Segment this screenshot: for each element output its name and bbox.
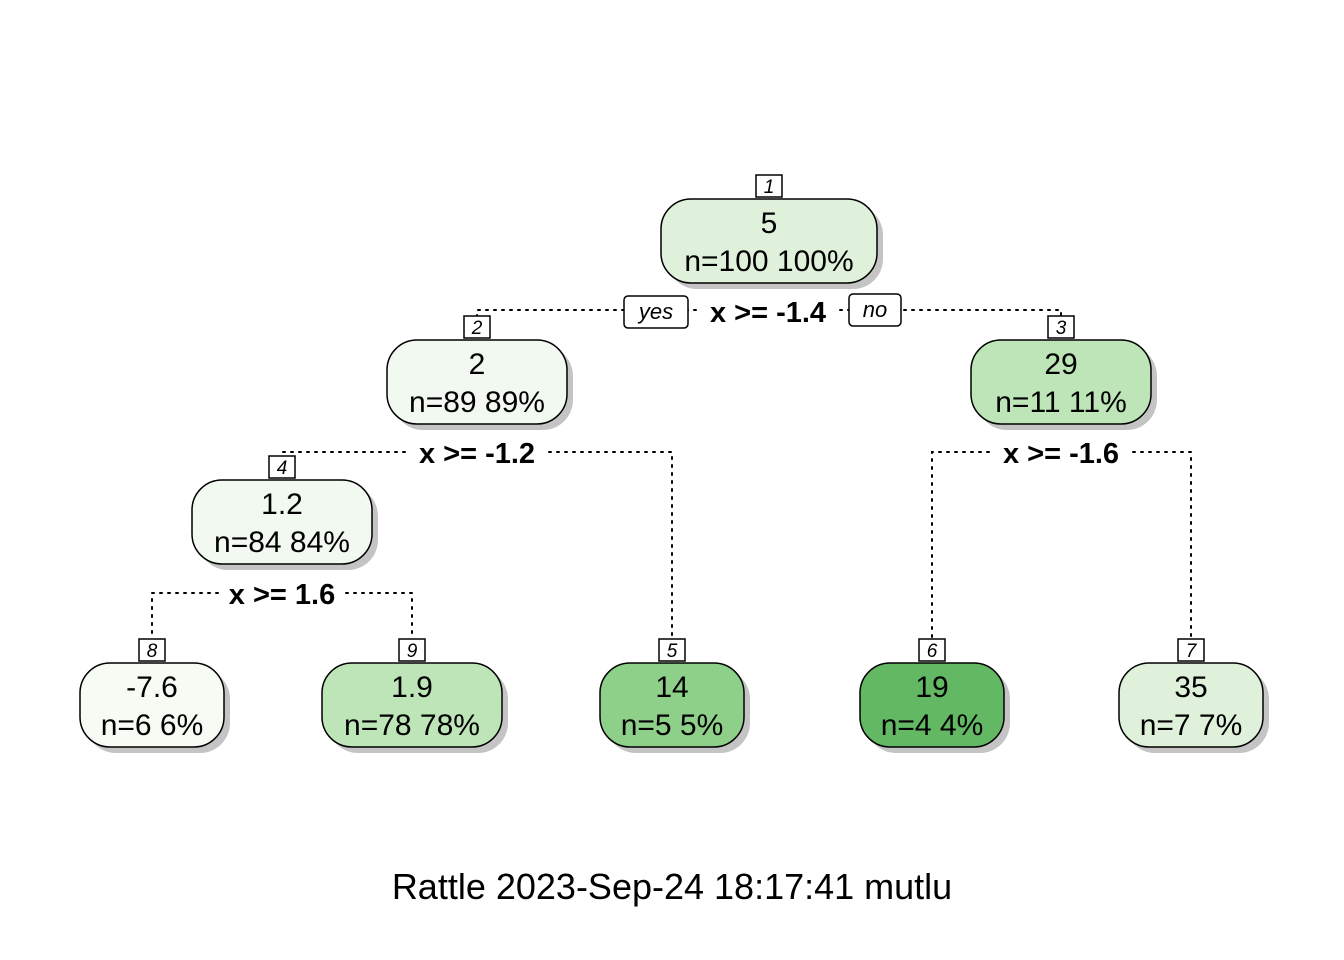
node-id-box — [755, 174, 783, 198]
edge-4-to-8 — [151, 592, 283, 640]
node-id-box — [918, 638, 946, 662]
split-3: x >= -1.6 — [994, 437, 1128, 470]
node-value: 1.9 — [391, 671, 433, 704]
node-box — [599, 662, 745, 748]
tree-node-5: 14 n=5 5% 5 — [599, 638, 750, 753]
node-id: 7 — [1186, 641, 1198, 662]
node-value: 14 — [655, 671, 688, 704]
node-id: 5 — [667, 641, 678, 662]
edge-3-to-7 — [1060, 451, 1192, 640]
tree-node-9: 1.9 n=78 78% 9 — [321, 638, 508, 753]
node-stats: n=100 100% — [684, 245, 853, 278]
split-4: x >= 1.6 — [221, 578, 343, 611]
caption: Rattle 2023-Sep-24 18:17:41 mutlu — [391, 866, 953, 907]
node-id-box — [398, 638, 426, 662]
split-rule: x >= -1.4 — [710, 297, 826, 329]
split-2: x >= -1.2 — [410, 437, 544, 470]
split-label-bg — [410, 437, 544, 469]
no-tag-text: no — [863, 297, 887, 322]
tree-node-4: 1.2 n=84 84% 4 — [191, 455, 378, 570]
node-value: 5 — [761, 207, 778, 240]
node-value: 35 — [1174, 671, 1207, 704]
node-id: 1 — [764, 177, 775, 198]
node-stats: n=7 7% — [1140, 709, 1243, 742]
node-id: 4 — [277, 458, 288, 479]
node-value: 1.2 — [261, 488, 303, 521]
split-label-bg — [221, 578, 343, 610]
node-stats: n=89 89% — [409, 386, 545, 419]
node-id-box — [138, 638, 166, 662]
yes-tag-box — [623, 295, 689, 329]
node-box — [386, 339, 568, 425]
node-id-box — [1177, 638, 1205, 662]
node-box — [859, 662, 1005, 748]
node-id-box — [268, 455, 296, 479]
node-stats: n=6 6% — [101, 709, 204, 742]
edge-4-to-9 — [281, 592, 413, 640]
edge-2-to-5 — [476, 451, 673, 640]
node-id: 9 — [407, 641, 418, 662]
edge-3-to-6 — [931, 451, 1062, 640]
node-box — [1118, 662, 1264, 748]
node-stats: n=84 84% — [214, 526, 350, 559]
tree-node-8: -7.6 n=6 6% 8 — [79, 638, 230, 753]
node-box — [79, 662, 225, 748]
node-stats: n=78 78% — [344, 709, 480, 742]
no-tag-box — [848, 293, 902, 327]
node-id-box — [1047, 315, 1075, 339]
node-id-box — [463, 315, 491, 339]
tree-node-1: 5 n=100 100% 1 — [660, 174, 883, 289]
node-box — [191, 479, 373, 565]
node-stats: n=5 5% — [621, 709, 724, 742]
node-box — [970, 339, 1152, 425]
node-value: -7.6 — [126, 671, 178, 704]
tree-node-3: 29 n=11 11% 3 — [970, 315, 1157, 430]
split-rule: x >= 1.6 — [229, 579, 335, 611]
node-box — [321, 662, 503, 748]
node-stats: n=4 4% — [881, 709, 984, 742]
split-1: x >= -1.4 — [701, 296, 835, 329]
decision-tree-diagram: x >= -1.4 x >= -1.2 x >= -1.6 x >= 1.6 yes no… — [79, 174, 1269, 753]
node-id: 3 — [1056, 318, 1067, 339]
no-tag: no — [848, 293, 902, 327]
node-id: 8 — [147, 641, 158, 662]
node-stats: n=11 11% — [995, 386, 1127, 419]
node-value: 29 — [1044, 348, 1077, 381]
node-id-box — [658, 638, 686, 662]
split-rule: x >= -1.2 — [419, 438, 535, 470]
yes-tag-text: yes — [637, 299, 673, 324]
node-id: 6 — [927, 641, 938, 662]
split-label-bg — [994, 437, 1128, 469]
tree-node-6: 19 n=4 4% 6 — [859, 638, 1010, 753]
split-label-bg — [701, 296, 835, 328]
node-id: 2 — [471, 318, 483, 339]
node-box — [660, 198, 878, 284]
node-value: 19 — [915, 671, 948, 704]
tree-node-7: 35 n=7 7% 7 — [1118, 638, 1269, 753]
node-value: 2 — [469, 348, 486, 381]
yes-tag: yes — [623, 295, 689, 329]
tree-node-2: 2 n=89 89% 2 — [386, 315, 573, 430]
split-rule: x >= -1.6 — [1003, 438, 1119, 470]
